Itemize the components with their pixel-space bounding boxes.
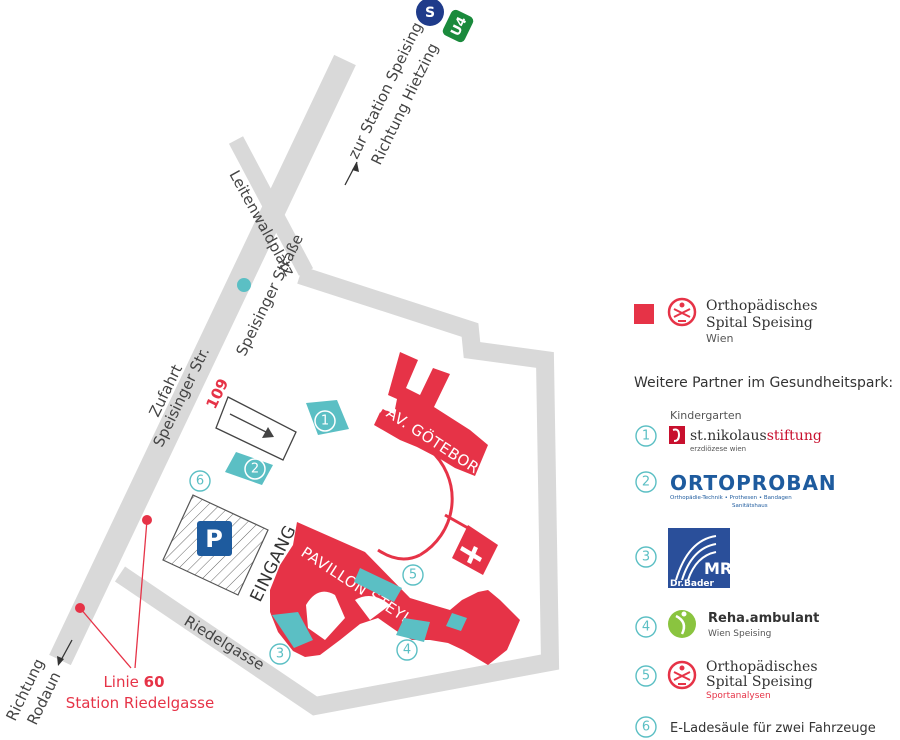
svg-text:6: 6 [196,474,204,489]
legend-5-sub: Sportanalysen [706,691,771,701]
legend-5-marker: 5 [635,665,657,687]
arrow-to-station [344,161,359,186]
svg-text:MR: MR [704,559,732,578]
map-marker-2: 2 [244,458,266,480]
spital-logo-icon [667,297,697,327]
map-marker-5: 5 [402,564,424,586]
spital-logo-icon-2 [667,660,697,690]
entrance-drive [215,396,297,461]
campus-boundary-road [114,266,560,716]
legend-5-name-1: Orthopädisches [706,659,818,675]
legend-6-text: E-Ladesäule für zwei Fahrzeuge [670,721,876,736]
roads [49,54,560,716]
legend-main-sub: Wien [706,332,733,345]
legend-3-marker: 3 [635,546,657,568]
svg-text:3: 3 [642,550,650,565]
legend-2-marker: 2 [635,471,657,493]
legend-1-name: st.nikolausstiftung [690,428,822,444]
ubahn-icon: S [416,0,444,26]
reha-logo-icon [668,610,696,638]
legend-2-sub: Orthopädie-Technik • Prothesen • Bandage… [670,495,792,501]
legend-main-name-1: Orthopädisches [706,298,818,314]
svg-text:6: 6 [642,720,650,735]
svg-text:Dr.Bader: Dr.Bader [670,579,715,589]
nikolaus-logo-icon [669,426,685,444]
legend-2-name: ORTOPROBAN [670,471,837,495]
svg-text:S: S [425,5,435,21]
legend-4-sub: Wien Speising [708,629,771,639]
partner-building-2 [225,452,273,485]
partner-area-5b [446,613,467,631]
svg-text:1: 1 [642,429,650,444]
legend: Orthopädisches Spital Speising Wien Weit… [634,297,893,738]
svg-text:1: 1 [321,414,329,429]
tram-station-label: Station Riedelgasse [66,694,214,712]
legend-4-name: Reha.ambulant [708,611,819,626]
legend-2-sub2: Sanitätshaus [732,503,768,509]
speisinger-strasse-road [49,54,356,666]
mr-bader-logo: MR Dr.Bader [668,528,732,589]
u4-line-badge: U4 [442,9,474,43]
map-marker-1: 1 [314,410,336,432]
svg-text:5: 5 [409,568,417,583]
svg-text:5: 5 [642,669,650,684]
svg-text:P: P [205,525,223,553]
svg-text:4: 4 [403,643,411,658]
street-number-109: 109 [202,376,232,412]
street-label-riedelgasse: Riedelgasse [181,612,268,674]
legend-4-marker: 4 [635,616,657,638]
parking-icon: P [197,521,232,556]
legend-1-caption: Kindergarten [670,409,742,422]
svg-text:2: 2 [251,462,259,477]
tram-stop-markers [75,515,152,669]
map-marker-6: 6 [189,470,211,492]
legend-1-marker: 1 [635,425,657,447]
tram-line-label: Linie 60 [103,673,164,691]
svg-text:3: 3 [276,647,284,662]
campus-pathway-left [377,548,421,561]
legend-red-swatch [634,304,654,324]
partner-area-5 [354,568,402,602]
leitenwaldplatz-road [228,136,314,276]
arrow-to-rodaun [57,639,73,666]
legend-6-marker: 6 [635,716,657,738]
legend-main-name-2: Spital Speising [706,315,813,331]
pav-goteborg-building [374,352,488,476]
partner-area-3 [272,612,313,648]
partner-area-4 [396,618,430,642]
map-marker-4: 4 [396,639,418,661]
map-marker-3: 3 [269,643,291,665]
legend-partners-heading: Weitere Partner im Gesundheitspark: [634,375,893,391]
bus-stop-dot [237,278,251,292]
svg-text:4: 4 [642,620,650,635]
campus-pathway [419,448,454,557]
legend-5-name-2: Spital Speising [706,674,813,690]
svg-text:2: 2 [642,475,650,490]
legend-1-sub: erzdiözese wien [690,445,746,453]
chapel-building [452,525,498,575]
